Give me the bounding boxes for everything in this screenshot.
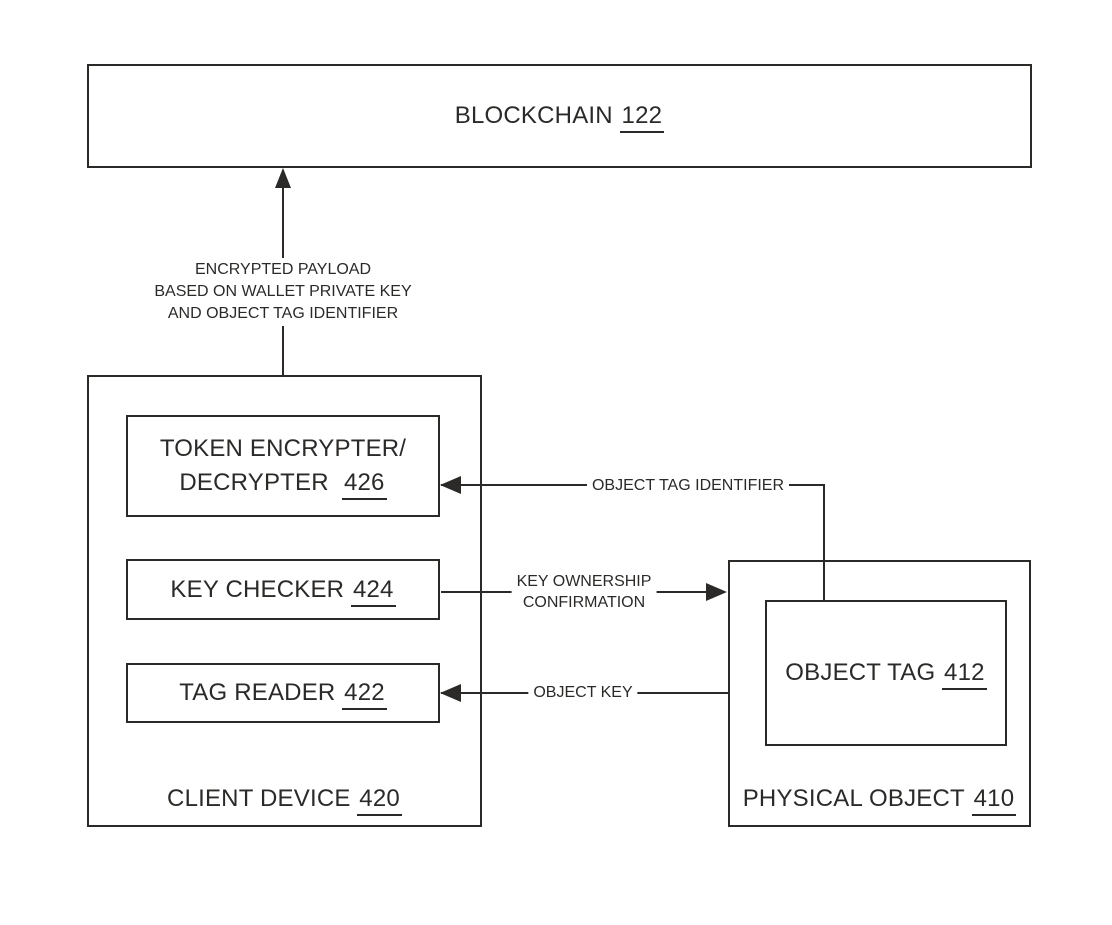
token-encrypter-ref: 426 <box>341 469 387 500</box>
physical-object-ref: 410 <box>971 785 1017 816</box>
encrypted-payload-label: ENCRYPTED PAYLOAD BASED ON WALLET PRIVAT… <box>149 258 417 326</box>
arrowhead-up-icon <box>275 168 291 188</box>
tag-reader-ref: 422 <box>342 679 387 710</box>
key-checker-ref: 424 <box>350 575 396 607</box>
object-tag-ref: 412 <box>942 659 987 690</box>
arrowhead-left-icon <box>440 476 461 494</box>
key-ownership-confirmation-label: KEY OWNERSHIP CONFIRMATION <box>511 570 657 614</box>
blockchain-ref: 122 <box>619 102 665 133</box>
client-device-ref: 420 <box>357 785 402 816</box>
object-key-label: OBJECT KEY <box>528 682 638 704</box>
object-tag-identifier-label: OBJECT TAG IDENTIFIER <box>586 475 790 497</box>
arrowhead-right-icon <box>706 583 727 601</box>
object-tag-identifier-line-vertical <box>823 485 825 601</box>
arrowhead-left-icon <box>440 684 461 702</box>
